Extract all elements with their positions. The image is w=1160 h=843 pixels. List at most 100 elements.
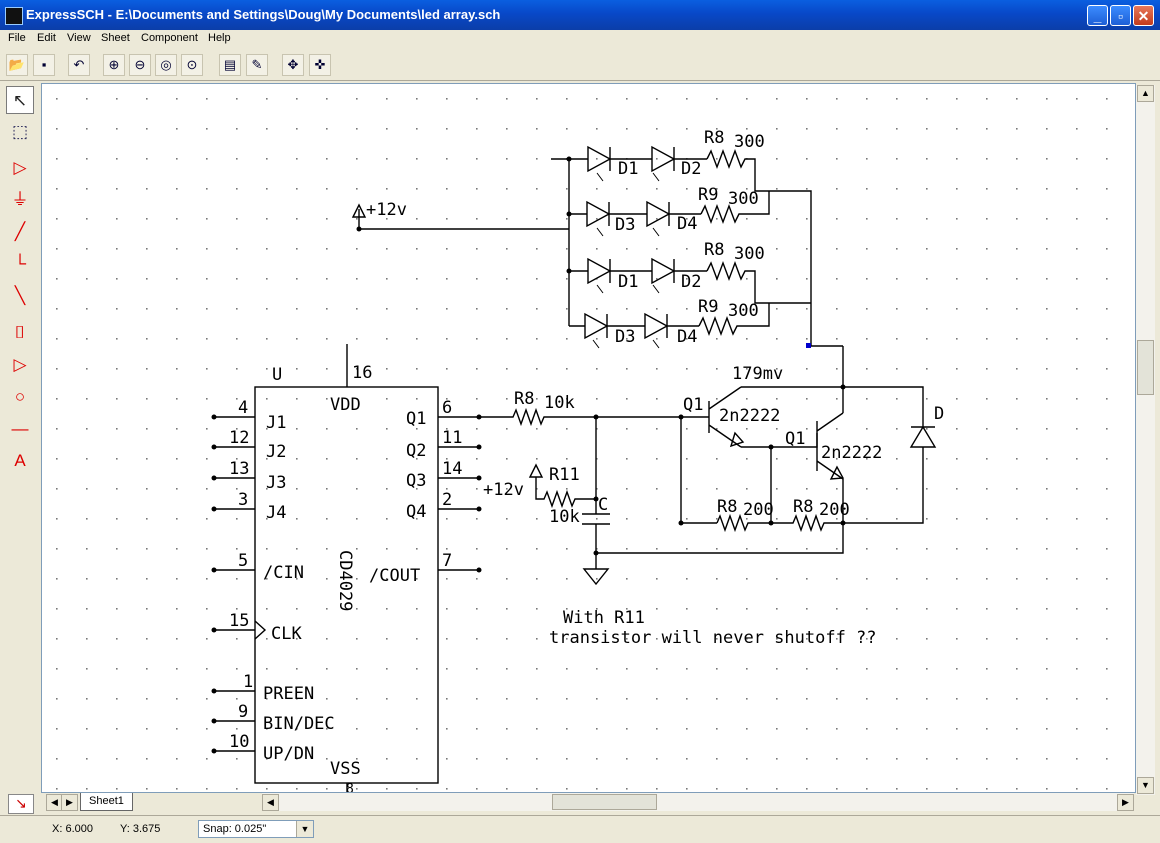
select-arrow-icon[interactable]: ↖ [6, 86, 34, 114]
circle-icon[interactable]: ○ [14, 387, 26, 406]
capacitor-label: C [598, 495, 608, 515]
title-bar: ExpressSCH - E:\Documents and Settings\D… [0, 0, 1160, 30]
led-label: D4 [677, 214, 697, 234]
scroll-up-icon[interactable]: ▲ [1137, 85, 1154, 102]
grid-dots [42, 84, 1135, 792]
junction [678, 414, 684, 420]
horizontal-scrollbar[interactable]: ◀ ▶ [262, 793, 1134, 811]
resistor-ref: R9 [698, 185, 718, 205]
junction [840, 384, 846, 390]
pan-icon[interactable]: ✥ [282, 54, 304, 76]
ic-pin-number: 6 [442, 398, 452, 418]
wire-icon[interactable]: ╱ [14, 222, 26, 241]
schematic-canvas[interactable]: +12v D1 D2 R8 300 D3 D4 R9 300 D1 D2 R8 … [41, 83, 1136, 793]
ic-right-pins [438, 416, 479, 571]
annotate-icon[interactable]: ✎ [246, 54, 268, 76]
ground-icon[interactable]: ⏚ [11, 190, 29, 209]
undo-icon[interactable]: ↶ [68, 54, 90, 76]
pin-end [476, 414, 482, 420]
open-icon[interactable]: 📂 [6, 54, 28, 76]
close-button[interactable]: ✕ [1133, 5, 1154, 26]
ic-pin-label: CLK [271, 624, 302, 644]
resistor-symbol [700, 191, 770, 224]
resistor-symbol [706, 149, 843, 347]
properties-icon[interactable]: ▤ [219, 54, 241, 76]
vertical-scroll-thumb[interactable] [1137, 340, 1154, 395]
transistor-symbol [681, 386, 742, 448]
menu-help[interactable]: Help [208, 32, 231, 44]
component-icon[interactable]: ▷ [13, 158, 27, 177]
horizontal-scroll-thumb[interactable] [552, 794, 657, 810]
menu-edit[interactable]: Edit [37, 32, 56, 44]
led-label: D1 [618, 159, 638, 179]
sheet-tab-bar: ↘ ◀ ▶ Sheet1 ◀ ▶ [0, 793, 1160, 814]
supply-arrow [351, 203, 367, 218]
wire[interactable] [596, 523, 844, 554]
junction [593, 550, 599, 556]
vertical-scrollbar[interactable]: ▲ ▼ [1136, 85, 1155, 795]
pin-end [211, 718, 217, 724]
snap-select[interactable]: Snap: 0.025" ▼ [198, 820, 314, 838]
menu-file[interactable]: File [8, 32, 26, 44]
ic-pin-number: 10 [229, 732, 249, 752]
scroll-left-icon[interactable]: ◀ [262, 794, 279, 811]
ic-pin-number: 1 [243, 672, 253, 692]
cursor-y-readout: Y: 3.675 [120, 823, 161, 835]
ic-vdd-label: VDD [330, 395, 361, 415]
buffer-icon[interactable]: ▷ [13, 355, 27, 374]
resistor-value: 200 [743, 500, 774, 520]
zoom-area-icon[interactable]: ◎ [155, 54, 177, 76]
center-icon[interactable]: ✜ [309, 54, 331, 76]
ic-pin-label: Q1 [406, 409, 426, 429]
line-icon[interactable]: ╲ [14, 286, 26, 305]
pin-end [211, 688, 217, 694]
pin-end [476, 567, 482, 573]
menu-component[interactable]: Component [141, 32, 198, 44]
chevron-down-icon[interactable]: ▼ [296, 821, 313, 837]
ic-pin-label: Q2 [406, 441, 426, 461]
led-symbol [587, 257, 612, 285]
menu-sheet[interactable]: Sheet [101, 32, 130, 44]
sheet-next-icon[interactable]: ▶ [61, 794, 78, 811]
resistor-ref: R8 [704, 128, 724, 148]
maximize-button[interactable]: ▫ [1110, 5, 1131, 26]
zoom-window-icon[interactable]: ⬚ [11, 122, 29, 141]
ic-pin-label: UP/DN [263, 744, 314, 764]
wire[interactable] [741, 386, 924, 404]
pin-end [211, 627, 217, 633]
zoom-fit-icon[interactable]: ⊙ [181, 54, 203, 76]
text-tool-icon[interactable]: A [14, 451, 26, 470]
resistor-ref: R9 [698, 297, 718, 317]
toolbar: 📂 ▪ ↶ ⊕ ⊖ ◎ ⊙ ▤ ✎ ✥ ✜ [0, 50, 1160, 81]
resistor-value: 300 [728, 189, 759, 209]
resistor-symbol [706, 261, 811, 304]
zoom-out-icon[interactable]: ⊖ [129, 54, 151, 76]
pin-icon[interactable]: — [11, 419, 29, 438]
ic-pin-number: 9 [238, 702, 248, 722]
ic-vss-label: VSS [330, 759, 361, 779]
bus-icon[interactable]: └ [13, 254, 27, 273]
zoom-in-icon[interactable]: ⊕ [103, 54, 125, 76]
tab-sheet1[interactable]: Sheet1 [80, 793, 133, 811]
scroll-right-icon[interactable]: ▶ [1117, 794, 1134, 811]
tool-palette: ↖ ⬚ ▷ ⏚ ╱ └ ╲ ⌷ ▷ ○ — A [0, 82, 40, 792]
supply-label: +12v [366, 200, 407, 220]
ic-pin-number: 16 [352, 363, 372, 383]
minimize-button[interactable]: _ [1087, 5, 1108, 26]
led-symbol [651, 257, 676, 285]
scroll-down-icon[interactable]: ▼ [1137, 777, 1154, 794]
save-icon[interactable]: ▪ [33, 54, 55, 76]
pin-end [211, 567, 217, 573]
transistor-symbol [816, 412, 844, 480]
part-icon[interactable]: ⌷ [14, 323, 26, 342]
snap-toggle-icon[interactable]: ↘ [8, 794, 34, 814]
junction [566, 156, 572, 162]
transistor-type: 2n2222 [821, 443, 882, 463]
ic-pin-number: 2 [442, 490, 452, 510]
menu-view[interactable]: View [67, 32, 91, 44]
junction [566, 211, 572, 217]
ic-pin-number: 5 [238, 551, 248, 571]
ic-pin-label: BIN/DEC [263, 714, 335, 734]
ic-pin-number: 15 [229, 611, 249, 631]
clock-marker [254, 620, 267, 640]
